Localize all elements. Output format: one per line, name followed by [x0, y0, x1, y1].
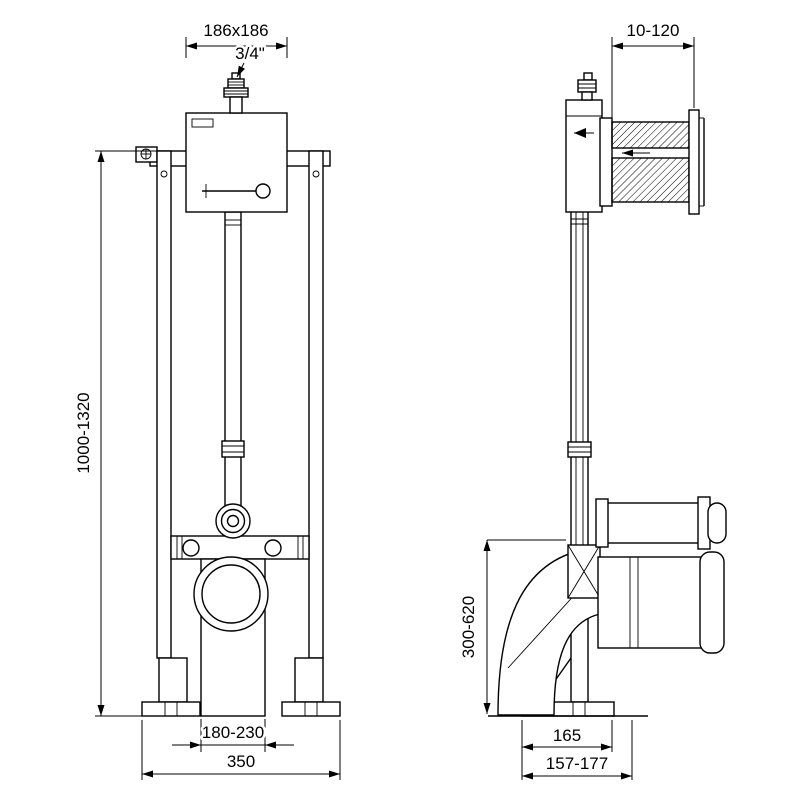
dim-cistern-size: 186x186 [185, 19, 288, 58]
dim-outlet-height: 300-620 [457, 539, 566, 714]
dim-frame-width-label: 350 [227, 752, 255, 771]
fill-valve-side [577, 72, 597, 101]
dim-frame-depth: 157-177 [522, 720, 633, 780]
dim-cistern-size-label: 186x186 [203, 21, 268, 40]
dim-outlet-height-label: 300-620 [459, 596, 478, 658]
connector-block [567, 544, 601, 599]
waste-outlet-pipe [597, 551, 725, 654]
dim-frame-height-label: 1000-1320 [74, 392, 93, 473]
side-view: 10-120 300-620 165 157-177 [457, 19, 727, 780]
dim-outlet-duct-width-label: 180-230 [202, 723, 264, 742]
dim-water-inlet-label: 3/4" [235, 44, 265, 63]
front-view: 186x186 3/4" 1000-1320 180-230 350 [72, 19, 341, 780]
pipe-connector-circle [215, 503, 251, 539]
cistern-profile [565, 99, 603, 213]
cistern [185, 112, 288, 213]
dim-foot-plate-depth-label: 165 [553, 726, 581, 745]
right-foot [281, 657, 341, 717]
flush-pipe [221, 211, 245, 507]
flush-pipe-side [567, 212, 592, 545]
wall-bracket [599, 109, 705, 215]
dim-wall-distance-label: 10-120 [627, 21, 680, 40]
dim-frame-height: 1000-1320 [72, 150, 157, 717]
dim-water-inlet: 3/4" [233, 42, 267, 78]
waste-outlet-front [193, 556, 269, 632]
wall-plate [688, 109, 700, 215]
left-rail [156, 150, 172, 659]
right-rail [308, 150, 324, 659]
dim-foot-plate-depth: 165 [521, 720, 613, 780]
left-foot [141, 657, 201, 717]
dim-frame-width: 350 [141, 720, 341, 780]
dim-outlet-duct-width: 180-230 [172, 719, 294, 752]
flush-outlet-pipe [595, 496, 727, 550]
fill-valve [223, 72, 249, 114]
dim-frame-depth-label: 157-177 [546, 754, 608, 773]
mounting-bracket [170, 535, 310, 560]
dim-wall-distance: 10-120 [611, 19, 695, 120]
